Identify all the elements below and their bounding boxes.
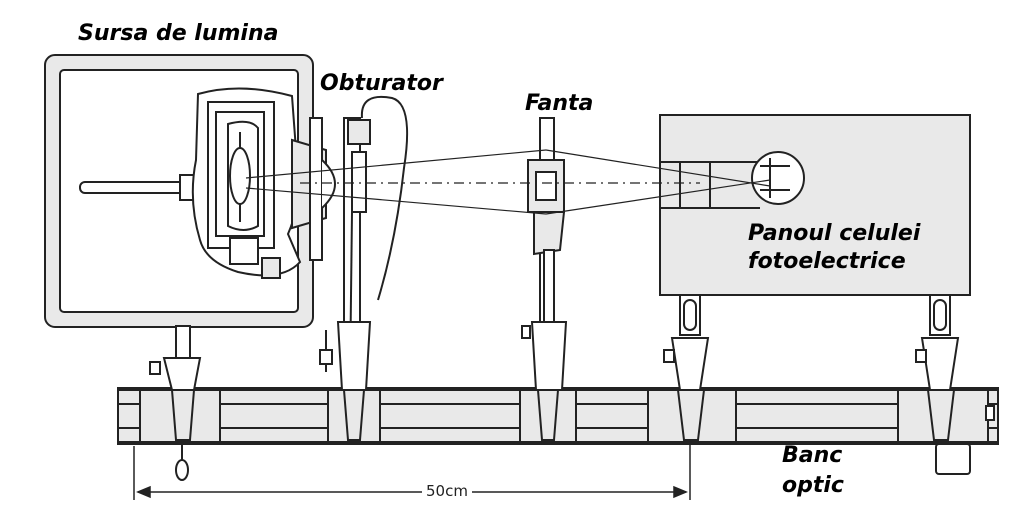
condenser-lens [291, 117, 336, 261]
rider-photocell-left [647, 294, 737, 443]
dimension-line [133, 442, 691, 500]
label-bench-line2: optic [782, 473, 844, 498]
label-light-source: Sursa de lumina [78, 21, 279, 46]
lamp-cutaway [191, 87, 302, 279]
rider-shutter [327, 321, 381, 443]
rider-photocell-right [897, 294, 995, 475]
label-photocell-panel-line1: Panoul celulei [748, 221, 921, 246]
rider-slit [519, 249, 577, 443]
label-shutter: Obturator [320, 71, 443, 96]
dimension-label: 50cm [422, 482, 472, 500]
photocell-panel [659, 114, 971, 296]
rider-light-source [139, 325, 221, 481]
label-photocell-panel-line2: fotoelectrice [748, 249, 906, 274]
label-slit: Fanta [525, 91, 594, 116]
light-beam [245, 149, 771, 215]
label-bench-line1: Banc [782, 443, 843, 468]
